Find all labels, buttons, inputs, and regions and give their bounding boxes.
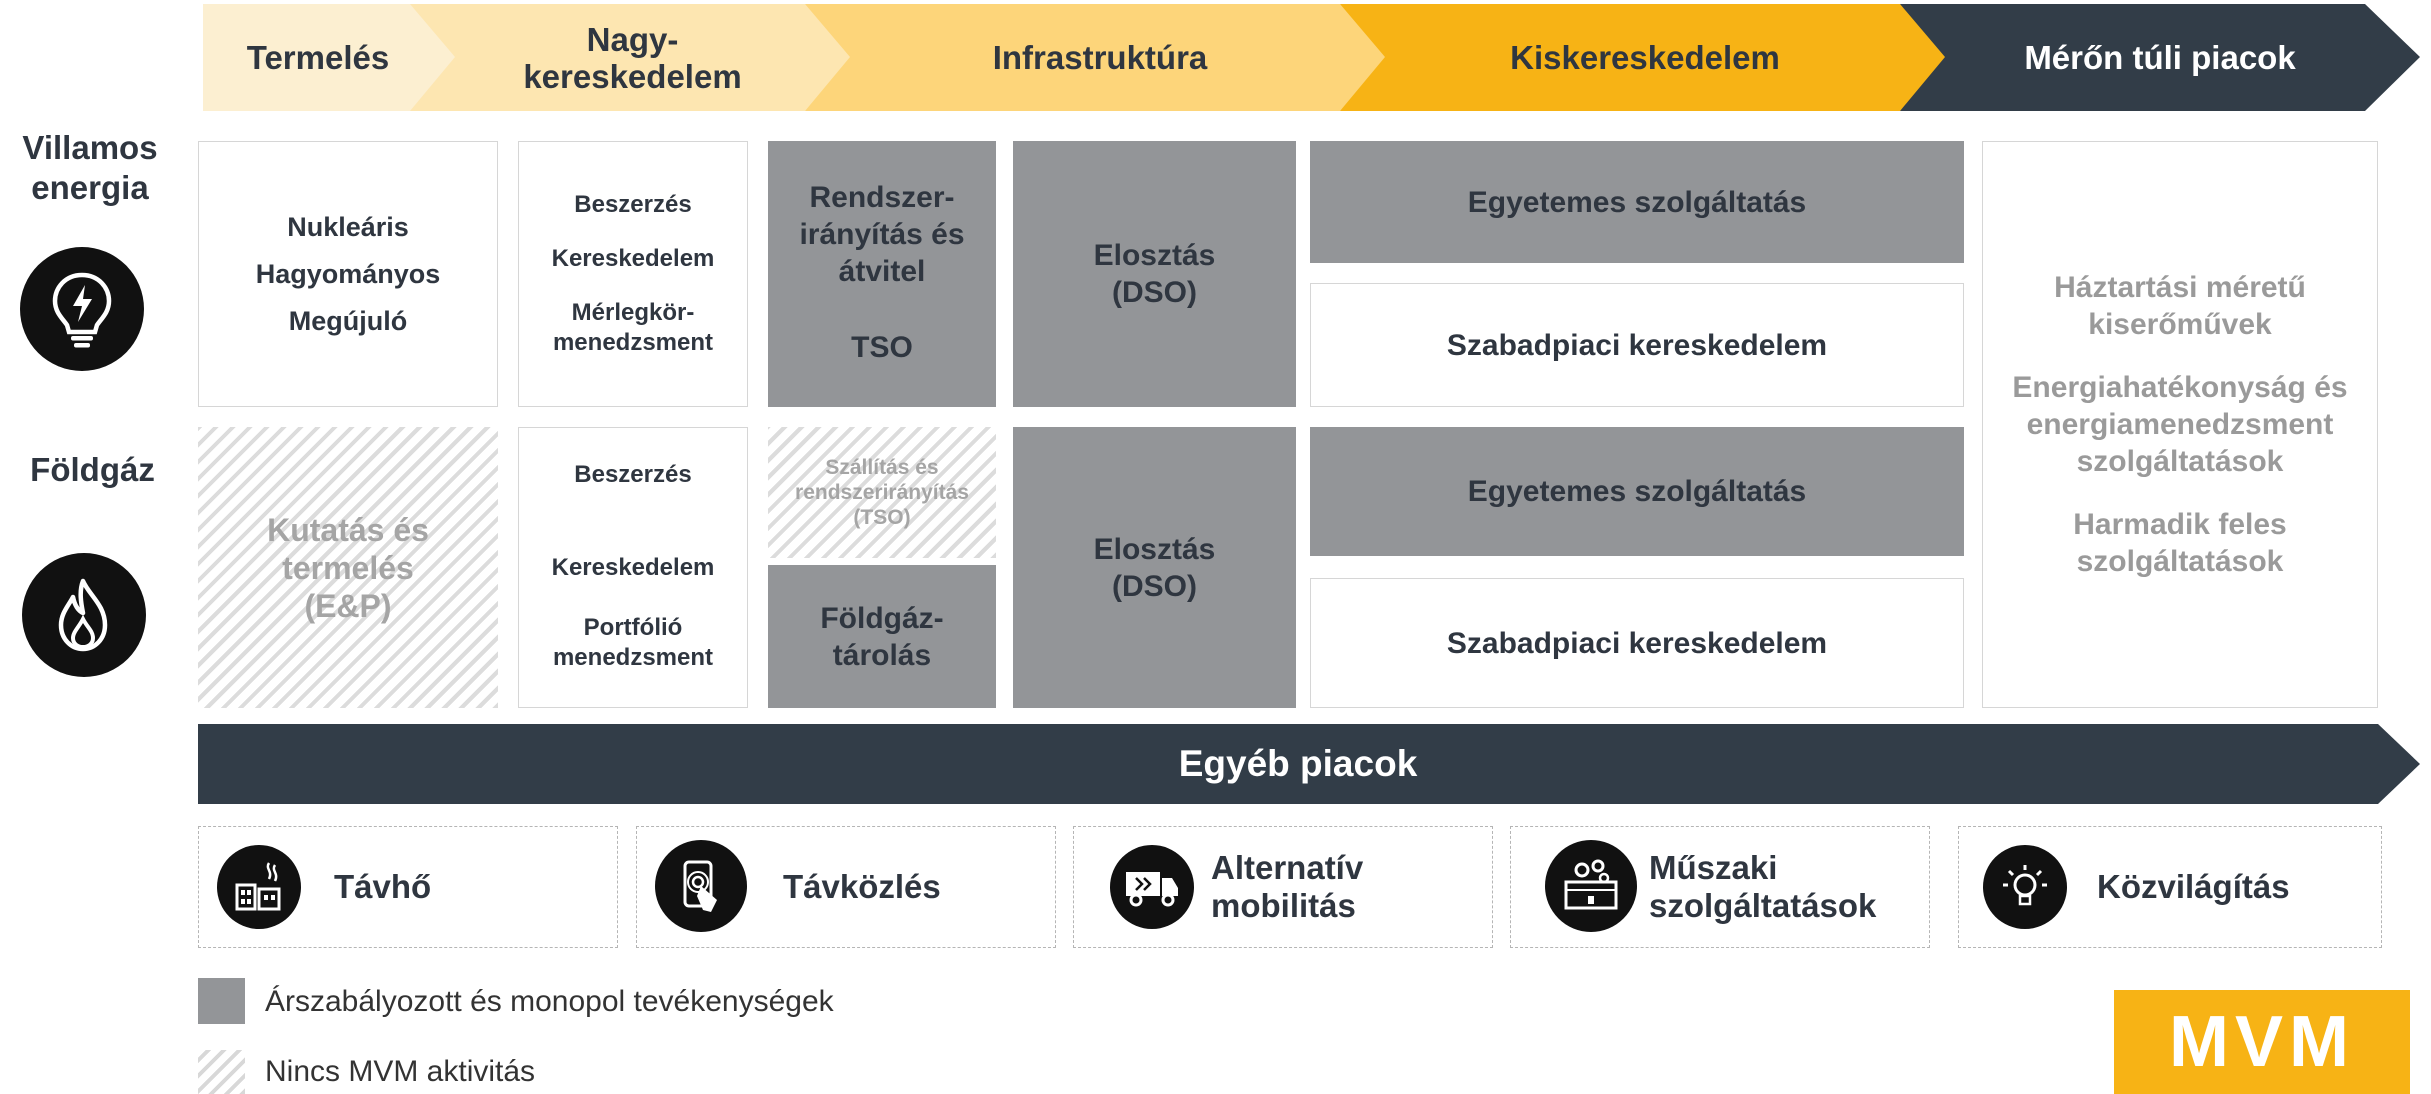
stage-production-arrow (203, 4, 465, 111)
legend-label-regulated: Árszabályozott és monopol tevékenységek (265, 985, 834, 1018)
stage-infrastructure-arrow (805, 4, 1395, 111)
other-market-public-lighting: Közvilágítás (1958, 826, 2382, 948)
wholesale-gas-cell: Beszerzés Kereskedelem Portfólió menedzs… (518, 427, 748, 708)
stage-infrastructure: Infrastruktúra (805, 0, 1395, 115)
transmission-gas-cell: Szállítás és rendszerirányítás (TSO) (768, 427, 996, 558)
stage-retail-arrow (1340, 4, 1955, 111)
other-markets-title: Egyéb piacok (1178, 743, 1418, 784)
smartphone-icon (655, 840, 747, 932)
behind-meter-item-efficiency: Energiahatékonyság és energiamenedzsment… (2012, 371, 2348, 478)
row-label-electricity: Villamos energia (22, 129, 158, 206)
other-market-public-lighting-label: Közvilágítás (2097, 868, 2290, 905)
wholesale-gas-item-trading: Kereskedelem (551, 554, 715, 581)
other-market-technical-services-label: Műszaki szolgáltatások (1649, 849, 1877, 924)
stage-wholesale: Nagy- kereskedelem (410, 0, 860, 115)
other-markets-banner-arrow (198, 724, 2420, 804)
other-market-technical-services: Műszaki szolgáltatások (1510, 826, 1930, 948)
stage-infrastructure-label: Infrastruktúra (992, 39, 1208, 76)
flame-icon (22, 553, 146, 677)
production-item-renewable: Megújuló (288, 306, 408, 336)
behind-meter-cell: Háztartási méretű kiserőművek Energiahat… (1982, 141, 2378, 708)
stage-retail: Kiskereskedelem (1340, 0, 1955, 115)
electric-truck-icon (1110, 845, 1194, 929)
production-electricity-cell: Nukleáris Hagyományos Megújuló (198, 141, 498, 407)
transmission-electricity-cell: Rendszer- irányítás és átvitel TSO (768, 141, 996, 407)
behind-meter-item-third-party: Harmadik feles szolgáltatások (2073, 508, 2287, 578)
universal-service-electricity-cell: Egyetemes szolgáltatás (1310, 141, 1964, 263)
stage-wholesale-label: Nagy- kereskedelem (523, 20, 742, 95)
legend-swatch-no-activity (198, 1050, 245, 1094)
transmission-electricity-tso: TSO (851, 331, 913, 364)
other-market-district-heating-label: Távhő (334, 868, 432, 905)
district-heating-icon (217, 845, 301, 929)
stage-behind-meter: Mérőn túli piacok (1900, 0, 2420, 115)
wholesale-electricity-cell: Beszerzés Kereskedelem Mérlegkör- menedz… (518, 141, 748, 407)
mvm-logo-text: MVM (2169, 1002, 2355, 1082)
other-market-telecom-label: Távközlés (783, 868, 941, 905)
lightbulb-icon (20, 247, 144, 371)
stage-behind-meter-arrow (1900, 4, 2420, 111)
other-market-telecom: Távközlés (636, 826, 1056, 948)
free-market-electricity-cell: Szabadpiaci kereskedelem (1310, 283, 1964, 407)
wholesale-gas-item-portfolio: Portfólió menedzsment (552, 614, 714, 671)
legend-label-no-activity: Nincs MVM aktivitás (265, 1055, 536, 1088)
stage-behind-meter-label: Mérőn túli piacok (2024, 39, 2296, 76)
wholesale-item-balancing: Mérlegkör- menedzsment (552, 299, 714, 356)
stage-wholesale-arrow (410, 4, 860, 111)
universal-service-gas-cell: Egyetemes szolgáltatás (1310, 427, 1964, 556)
wholesale-item-procurement: Beszerzés (574, 191, 692, 218)
other-market-alt-mobility: Alternatív mobilitás (1073, 826, 1493, 948)
behind-meter-item-small-plants: Háztartási méretű kiserőművek (2054, 271, 2306, 341)
production-gas-cell: Kutatás és termelés (E&P) (198, 427, 498, 708)
stage-production: Termelés (203, 0, 465, 115)
production-item-nuclear: Nukleáris (287, 212, 409, 242)
distribution-gas-cell: Elosztás (DSO) (1013, 427, 1296, 708)
light-bulb-icon (1983, 845, 2067, 929)
wholesale-gas-item-procurement: Beszerzés (574, 461, 692, 488)
stage-production-label: Termelés (246, 39, 390, 76)
mvm-logo: MVM (2114, 990, 2410, 1094)
other-markets-banner: Egyéb piacok (198, 724, 2420, 804)
distribution-electricity-cell: Elosztás (DSO) (1013, 141, 1296, 407)
transmission-electricity-label: Rendszer- irányítás és átvitel (799, 181, 965, 288)
production-item-conventional: Hagyományos (255, 259, 441, 289)
other-market-alt-mobility-label: Alternatív mobilitás (1211, 849, 1364, 924)
wholesale-item-trading: Kereskedelem (551, 245, 715, 272)
legend-swatch-regulated (198, 978, 245, 1024)
technical-services-icon (1545, 840, 1637, 932)
stage-retail-label: Kiskereskedelem (1510, 39, 1780, 76)
row-label-gas: Földgáz (30, 451, 155, 488)
gas-storage-cell: Földgáz- tárolás (768, 565, 996, 708)
free-market-gas-cell: Szabadpiaci kereskedelem (1310, 578, 1964, 708)
other-market-district-heating: Távhő (198, 826, 618, 948)
